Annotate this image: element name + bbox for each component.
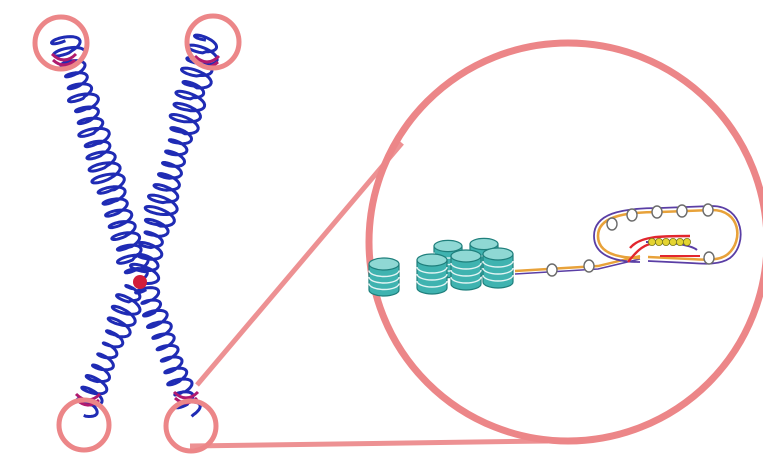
nucleosome-3 [451,250,481,290]
d-loop-bead [676,238,683,245]
d-loop-bead [655,238,662,245]
d-loop-bead [648,238,655,245]
zoom-connector [190,143,548,446]
nucleosome-stack [369,248,513,296]
nucleosome-1 [369,258,399,296]
chromosome [52,35,220,416]
chromatid-arm-upper-left [52,37,149,283]
linker-dna [515,256,640,276]
chromatid-arm-upper-right [131,35,218,283]
d-loop-bead [662,238,669,245]
d-loop-bead [669,238,676,245]
nucleosome-4 [483,248,513,288]
telomere-highlight-bottom-left [59,400,109,450]
centromere [133,275,147,289]
zoom-lens [369,43,763,441]
chromatid-arm-lower-left [78,286,141,417]
nucleosome-2 [417,254,447,294]
magnified-chromatin [369,204,741,296]
d-loop-bead [683,238,690,245]
